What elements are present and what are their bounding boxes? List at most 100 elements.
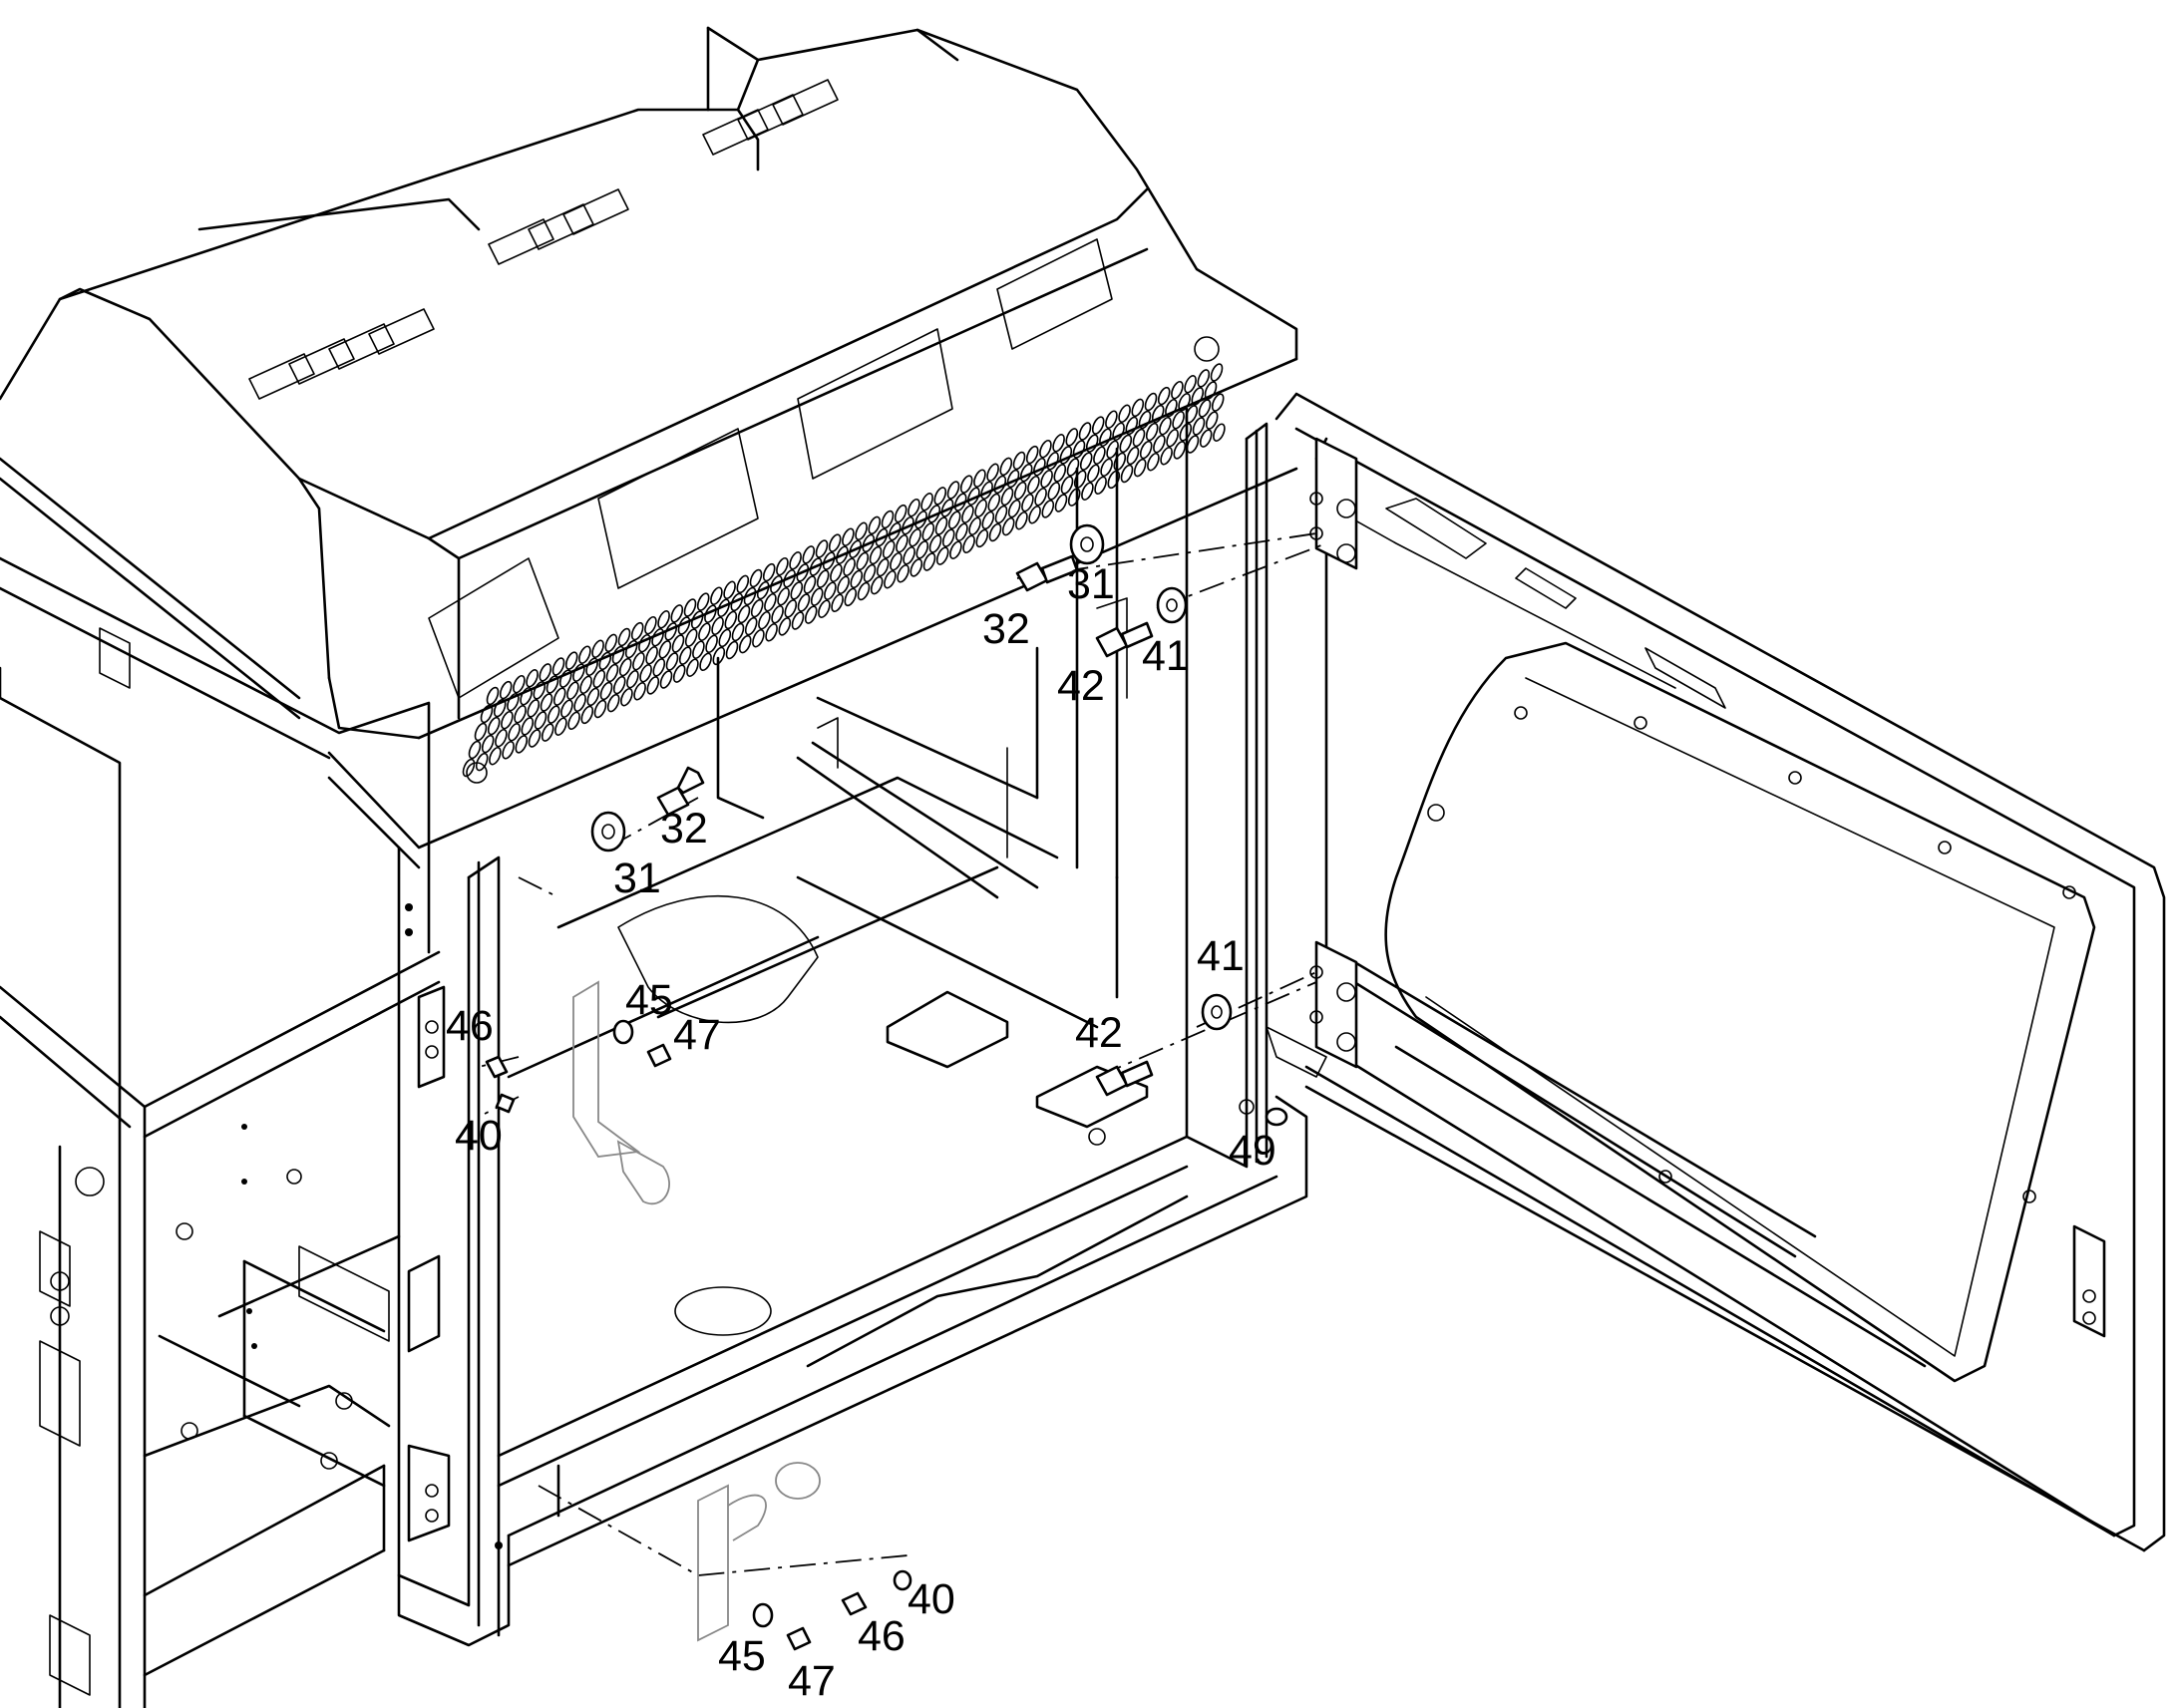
grille-slot	[777, 587, 790, 606]
callout-47: 47	[673, 1011, 721, 1059]
washer-41-upper	[1156, 586, 1188, 624]
grille-slot	[671, 634, 685, 653]
callout-42: 42	[1075, 1009, 1123, 1057]
grille-slot	[486, 686, 500, 706]
grille-slot	[824, 581, 837, 600]
grille-slot	[870, 575, 884, 595]
callout-49: 49	[1229, 1127, 1276, 1175]
bolt-42-lower	[1095, 1060, 1154, 1097]
grille-slot	[884, 569, 897, 589]
grille-slot	[646, 676, 660, 695]
grille-slot	[738, 634, 752, 654]
grille-slot	[974, 499, 987, 518]
grille-slot	[862, 533, 876, 553]
grille-slot	[1199, 429, 1213, 448]
grille-slot	[1054, 494, 1068, 512]
grille-slot	[968, 516, 981, 536]
grille-slot	[941, 528, 955, 547]
grille-slot	[712, 646, 726, 666]
grille-slot	[546, 705, 560, 724]
grille-slot	[507, 692, 520, 712]
grille-slot	[1072, 440, 1086, 459]
grille-slot	[1131, 398, 1145, 418]
grille-slot	[876, 557, 890, 577]
grille-slot	[502, 741, 515, 760]
grille-slot	[1165, 398, 1178, 418]
washer-31-upper	[1069, 523, 1105, 565]
grille-slot	[1027, 475, 1040, 495]
grille-slot	[1081, 482, 1094, 501]
grille-slot	[791, 611, 805, 630]
grille-slot	[1159, 416, 1172, 436]
grille-slot	[1001, 516, 1015, 536]
grille-slot	[1173, 441, 1187, 460]
washer-41-lower	[1201, 993, 1233, 1031]
grille-slot	[704, 604, 717, 623]
bolt-47-upper	[646, 1043, 672, 1068]
grille-slot	[659, 670, 673, 689]
bolt-47-lower	[786, 1626, 812, 1651]
grille-slot	[915, 540, 929, 559]
grille-slot	[896, 533, 908, 553]
grille-slot	[809, 557, 823, 576]
bracket-upper	[572, 980, 641, 1158]
grille-slot	[1186, 435, 1200, 454]
grille-slot	[959, 475, 973, 494]
grille-slot	[1205, 411, 1219, 430]
grille-slot	[1053, 464, 1067, 483]
grille-slot	[1019, 463, 1033, 483]
grille-slot	[1197, 369, 1211, 388]
grille-slot	[493, 698, 507, 718]
grille-slot	[1126, 446, 1140, 466]
bolt-42-upper	[1095, 621, 1154, 658]
grille-slot	[710, 586, 723, 605]
grille-slot	[849, 539, 862, 559]
grille-slot	[639, 664, 652, 683]
grille-slot	[593, 699, 607, 719]
grille-slot	[844, 587, 858, 607]
grille-slot	[1178, 393, 1191, 412]
grille-slot	[1211, 393, 1225, 412]
callout-46: 46	[446, 1002, 494, 1050]
grille-slot	[1191, 387, 1205, 406]
grille-slot	[489, 746, 502, 766]
grille-slot	[730, 592, 744, 612]
grille-slot	[770, 574, 783, 594]
callout-42: 42	[1057, 662, 1105, 710]
grille-slot	[686, 658, 699, 677]
grille-slot	[810, 587, 824, 606]
grille-slot	[790, 581, 804, 600]
grille-slot	[551, 657, 565, 676]
grille-slot	[514, 705, 527, 724]
grille-slot	[908, 498, 920, 517]
grille-slot	[566, 681, 579, 700]
grille-slot	[1078, 422, 1092, 441]
grille-slot	[749, 568, 763, 588]
grille-slot	[705, 634, 718, 654]
nut-46-upper	[485, 1055, 509, 1079]
grille-slot	[857, 581, 871, 601]
grille-slot	[1025, 445, 1039, 465]
grille-slot	[652, 658, 666, 677]
grille-slot	[684, 628, 698, 647]
grille-slot	[564, 651, 578, 670]
grille-slot	[731, 622, 745, 642]
callout-46: 46	[858, 1612, 906, 1660]
grille-slot	[672, 664, 686, 683]
grille-slot	[1047, 482, 1061, 501]
grille-slot	[585, 657, 598, 677]
grille-slot	[572, 663, 585, 682]
grille-slot	[1179, 423, 1193, 442]
grille-slot	[789, 551, 802, 570]
bolt-32-upper	[1015, 554, 1079, 592]
grille-slot	[1041, 500, 1055, 518]
grille-slot	[617, 627, 631, 647]
grille-slot	[752, 628, 765, 648]
callout-41: 41	[1142, 632, 1190, 680]
grille-slot	[987, 493, 1001, 512]
grille-slot	[528, 729, 542, 748]
grille-slot	[980, 481, 993, 501]
grille-slot	[947, 511, 961, 529]
callout-31: 31	[613, 854, 661, 902]
grille-slot	[994, 505, 1008, 524]
